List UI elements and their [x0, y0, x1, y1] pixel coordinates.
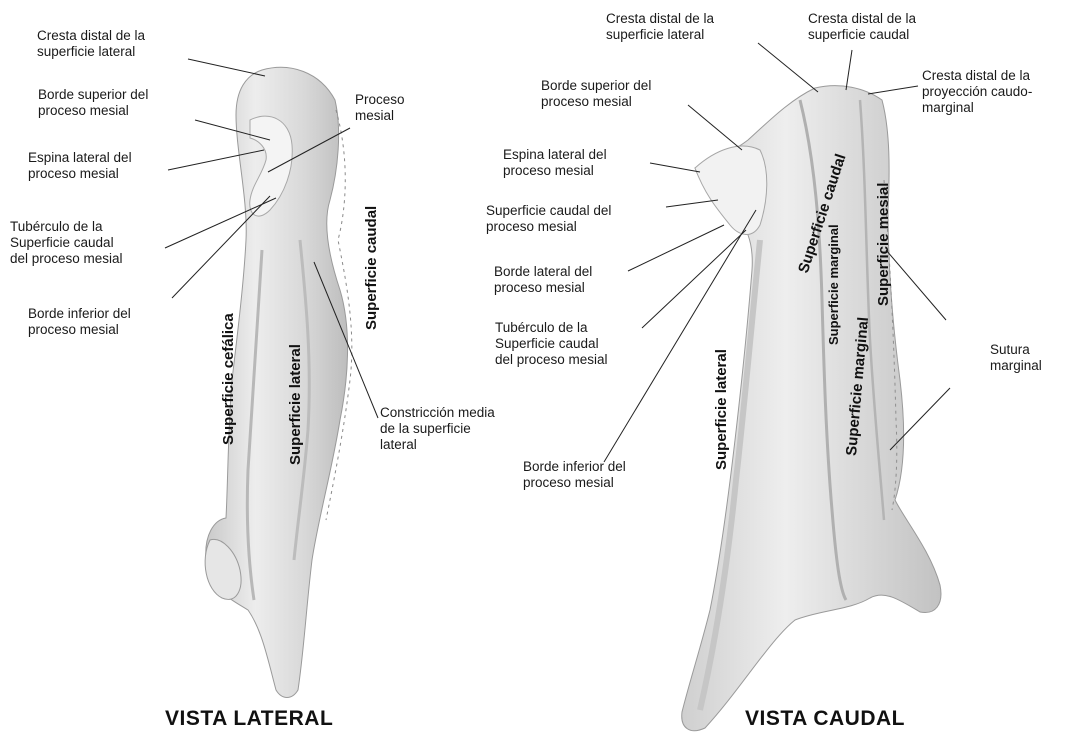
label-borde-lateral-proceso-mesial: Borde lateral del proceso mesial [494, 264, 592, 296]
surface-label-cefalica-lateral-view: Superficie cefálica [220, 313, 237, 445]
label-espina-lateral-proceso-mesial: Espina lateral del proceso mesial [28, 150, 132, 182]
leader-borde-inferior-caudal [604, 210, 756, 462]
leader-sutura-upper [886, 250, 946, 320]
label-tuberculo-superficie-caudal-caudal: Tubérculo de la Superficie caudal del pr… [495, 320, 608, 368]
label-borde-inferior-proceso-mesial: Borde inferior del proceso mesial [28, 306, 131, 338]
label-borde-inferior-proceso-mesial-caudal: Borde inferior del proceso mesial [523, 459, 626, 491]
leader-cresta-distal-caudal [846, 50, 852, 90]
label-borde-superior-proceso-mesial: Borde superior del proceso mesial [38, 87, 148, 119]
surface-label-lateral-caudal-view: Superficie lateral [713, 349, 730, 470]
label-cresta-distal-superficie-lateral: Cresta distal de la superficie lateral [37, 28, 145, 60]
surface-label-marginal-upper: Superficie marginal [826, 224, 841, 345]
label-superficie-caudal-proceso-mesial: Superficie caudal del proceso mesial [486, 203, 611, 235]
title-vista-caudal: VISTA CAUDAL [745, 707, 905, 731]
leader-superficie-caudal-proceso [666, 200, 718, 207]
leader-cresta-distal-lateral-caudal [758, 43, 818, 92]
label-espina-lateral-proceso-mesial-caudal: Espina lateral del proceso mesial [503, 147, 607, 179]
leader-cresta-distal-lateral [188, 59, 265, 76]
caudal-bone-mesial-process [695, 146, 767, 234]
leader-borde-superior-caudal [688, 105, 742, 150]
label-proceso-mesial: Proceso mesial [355, 92, 405, 124]
surface-label-lateral-lateral-view: Superficie lateral [287, 344, 304, 465]
leader-cresta-proyeccion [868, 86, 918, 94]
label-sutura-marginal: Sutura marginal [990, 342, 1042, 374]
label-cresta-distal-superficie-caudal: Cresta distal de la superficie caudal [808, 11, 916, 43]
label-cresta-distal-proyeccion: Cresta distal de la proyección caudo- ma… [922, 68, 1032, 116]
surface-label-caudal-lateral-view: Superficie caudal [363, 206, 380, 330]
label-borde-superior-proceso-mesial-caudal: Borde superior del proceso mesial [541, 78, 651, 110]
leader-espina-lateral-caudal [650, 163, 700, 172]
surface-label-mesial-caudal-view: Superficie mesial [875, 183, 892, 306]
label-cresta-distal-superficie-lateral-caudal: Cresta distal de la superficie lateral [606, 11, 714, 43]
label-constriccion-media: Constricción media de la superficie late… [380, 405, 495, 453]
title-vista-lateral: VISTA LATERAL [165, 707, 333, 731]
label-tuberculo-superficie-caudal: Tubérculo de la Superficie caudal del pr… [10, 219, 123, 267]
